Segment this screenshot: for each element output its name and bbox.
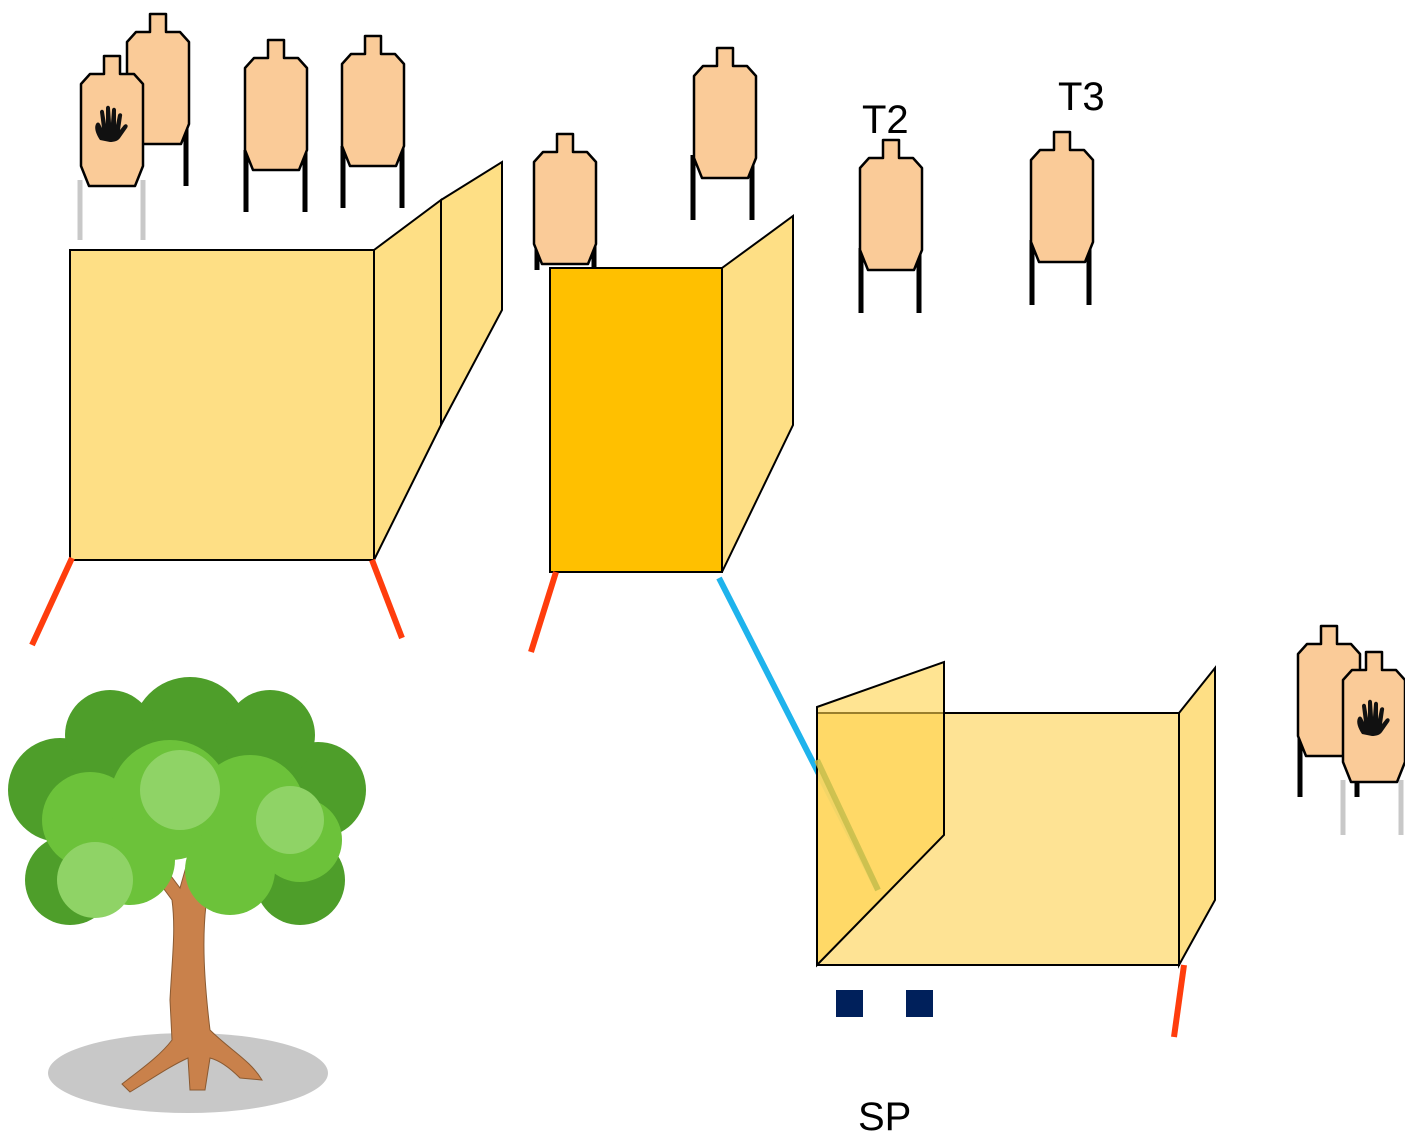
target-center-low [532, 132, 598, 270]
target-3 [243, 38, 309, 212]
target-cluster-right [1296, 624, 1405, 835]
label-t2: T2 [862, 98, 909, 142]
label-t3: T3 [1058, 75, 1105, 119]
no-shoot-target-left [77, 54, 146, 240]
fault-line [369, 558, 405, 640]
fault-line [29, 556, 75, 647]
fault-line [528, 571, 559, 653]
target-t2: T2 [858, 98, 924, 313]
no-shoot-target-right [1340, 650, 1405, 835]
start-position-markers [836, 990, 933, 1017]
target-center-high [690, 46, 758, 220]
wall-left [29, 160, 503, 647]
target-t3: T3 [1029, 75, 1105, 305]
wall-center [528, 214, 794, 653]
target-4 [340, 34, 406, 208]
label-start-position: SP [858, 1095, 911, 1135]
start-marker [836, 990, 863, 1017]
wall-bottom-right [814, 660, 1216, 1038]
fault-line [1171, 964, 1187, 1038]
target-cluster-top-left [77, 12, 406, 240]
tree-icon [8, 677, 366, 1113]
start-marker [906, 990, 933, 1017]
